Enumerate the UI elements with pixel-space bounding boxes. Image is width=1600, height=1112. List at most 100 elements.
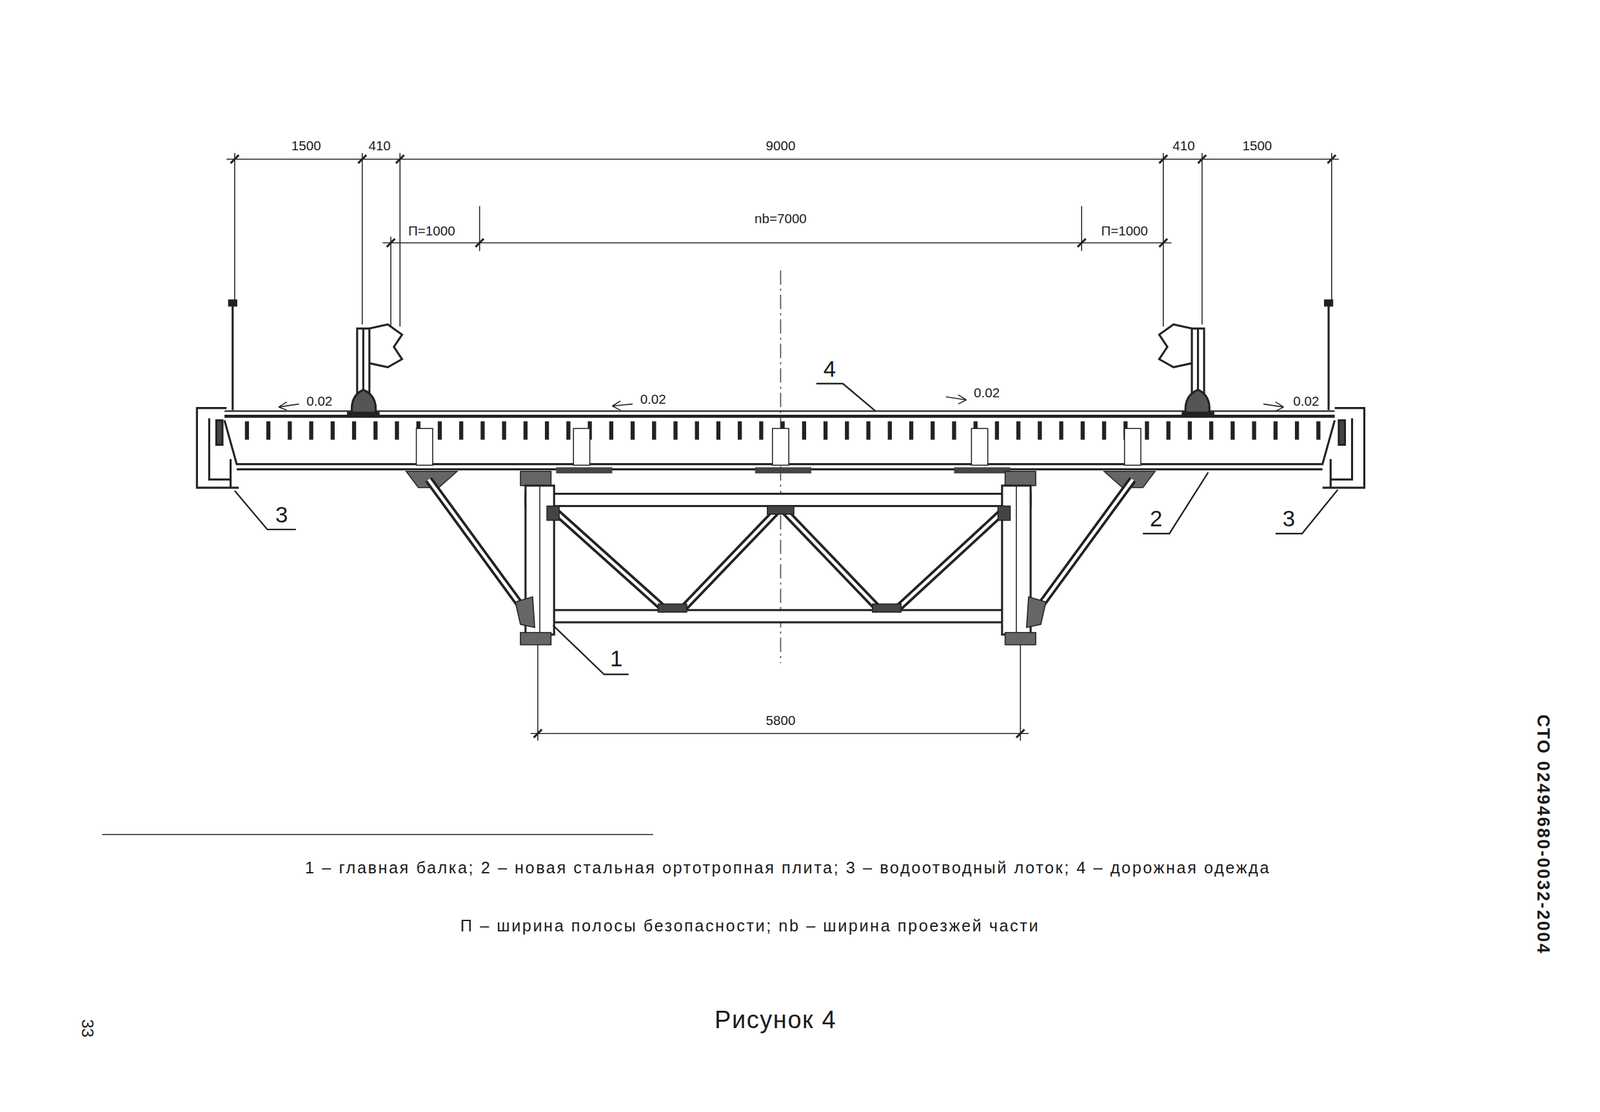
main-girder [520, 471, 1036, 645]
callout-leaders [234, 490, 297, 530]
deck-rib [1316, 421, 1321, 440]
dimension: П=1000 [408, 223, 456, 238]
dimension-lines [234, 152, 236, 304]
truss-diagonals [546, 506, 560, 521]
dimension-lines [361, 152, 364, 325]
deck-rib [523, 421, 528, 440]
callout-leaders [234, 383, 1338, 675]
page-number: 33 [78, 1018, 95, 1038]
cross-beam-stubs [416, 428, 433, 465]
slope-arrows [278, 401, 300, 411]
dimension-lines [382, 242, 1172, 244]
callout-leaders [1275, 489, 1339, 534]
center-line [780, 270, 782, 663]
dimension-lines [386, 238, 1168, 247]
truss-diagonals [767, 506, 794, 515]
deck-rib [544, 421, 549, 440]
deck-rib [308, 421, 313, 440]
callout-number: 3 [275, 503, 288, 527]
deck-rib [266, 421, 271, 440]
deck-rib [1273, 421, 1278, 440]
bearing-plates [953, 466, 1010, 473]
deck-rib [437, 421, 442, 440]
dimension: 9000 [766, 139, 796, 153]
document-code: СТО 02494680-0032-2004 [1534, 714, 1552, 955]
deck-rib [930, 421, 935, 440]
truss-diagonals [555, 510, 1002, 611]
dimension: 1500 [291, 139, 322, 153]
dimension-lines [390, 236, 392, 327]
dimension-lines [226, 158, 1339, 160]
deck-rib [737, 421, 742, 440]
deck-rib [501, 421, 506, 440]
main-girder [1015, 485, 1018, 635]
legend-note: П – ширина полосы безопасности; nb – шир… [460, 918, 1040, 935]
main-girder [525, 493, 1031, 507]
truss-diagonals [997, 506, 1010, 521]
deck-rib [866, 421, 870, 440]
orthotropic-deck [224, 410, 1335, 412]
callout-number: 2 [1149, 508, 1163, 531]
deck-rib [609, 421, 614, 440]
dimension-lines [226, 152, 1339, 741]
slope-value: 0.02 [973, 386, 1000, 400]
bridge-section [196, 299, 535, 628]
callout-leaders [816, 383, 876, 412]
truss-diagonals [546, 506, 1010, 613]
truss-diagonals [872, 603, 901, 613]
dimension-lines [533, 729, 1025, 738]
main-girder [1005, 471, 1036, 486]
bearing-plates [555, 466, 613, 473]
main-girder [525, 610, 1031, 623]
dimension-lines [1162, 152, 1165, 327]
dimension: nb=7000 [754, 211, 807, 226]
cross-beam-stubs [573, 428, 590, 465]
bridge-section [1026, 299, 1365, 628]
callout-number: 3 [1282, 508, 1295, 531]
slope-arrows [278, 394, 1284, 411]
deck-rib [951, 421, 956, 440]
note-rule [101, 833, 653, 836]
slope-value: 0.02 [306, 394, 333, 408]
deck-rib [844, 421, 849, 440]
dimension: П=1000 [1100, 223, 1148, 238]
cross-beam-stubs [971, 428, 988, 465]
bearing-plates [555, 466, 1010, 473]
cross-beam-stubs [416, 428, 1141, 465]
deck-rib [394, 421, 399, 440]
dimension: 410 [1172, 139, 1195, 153]
deck-rib [1251, 421, 1256, 440]
deck-rib [995, 421, 999, 440]
deck-rib [1230, 421, 1235, 440]
slope-value: 0.02 [1293, 394, 1319, 408]
deck-rib [1144, 421, 1149, 440]
slope-arrows [946, 394, 967, 404]
orthotropic-deck [224, 410, 1335, 473]
deck-rib [888, 421, 892, 440]
deck-rib [1037, 421, 1042, 440]
deck-rib [1058, 421, 1063, 440]
figure-caption: Рисунок 4 [714, 1007, 837, 1033]
dimension-lines [399, 152, 401, 327]
deck-rib [823, 421, 828, 440]
deck-rib [1294, 421, 1299, 440]
main-girder [520, 632, 551, 645]
deck-rib [566, 421, 571, 440]
deck-rib [802, 421, 807, 440]
deck-rib [245, 421, 249, 440]
dimension: 1500 [1242, 139, 1273, 153]
legend-note: 1 – главная балка; 2 – новая стальная ор… [305, 859, 1271, 876]
deck-rib [759, 421, 763, 440]
dimension-lines [1020, 644, 1022, 741]
deck-rib [630, 421, 635, 440]
callout-leaders [553, 625, 629, 675]
slope-value: 0.02 [640, 392, 667, 406]
dimension: 5800 [766, 713, 796, 727]
dimension-lines [537, 644, 539, 741]
main-girder [1005, 632, 1036, 645]
callout-number: 1 [610, 647, 623, 671]
deck-rib [1187, 421, 1192, 440]
dimension: 410 [368, 139, 391, 153]
